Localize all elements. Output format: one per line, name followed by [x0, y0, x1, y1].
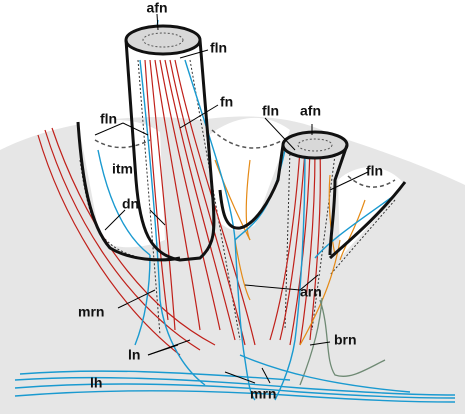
label-brn: brn — [334, 332, 357, 348]
label-fln-top: fln — [210, 40, 227, 56]
label-mrn-left: mrn — [78, 304, 104, 320]
dashed-arc-left — [94, 139, 151, 149]
label-lh: lh — [90, 375, 102, 391]
tube-left — [124, 24, 216, 262]
leader-lines — [94, 13, 369, 384]
label-ln: ln — [128, 347, 140, 363]
right-lobe-outline — [328, 181, 407, 260]
dashed-arc-mid — [211, 129, 284, 149]
left-lobe-outline — [76, 121, 181, 262]
label-afn-top: afn — [147, 0, 168, 16]
label-fln-mid: fln — [262, 103, 279, 119]
label-fln-right: fln — [366, 163, 383, 179]
label-mrn-bottom: mrn — [250, 386, 276, 402]
label-fln-left: fln — [100, 111, 117, 127]
label-afn-right: afn — [300, 103, 321, 119]
label-itm: itm — [112, 161, 133, 177]
label-dn: dn — [122, 196, 139, 212]
intertube-region-left — [78, 119, 165, 248]
label-fn: fn — [220, 94, 233, 110]
label-arn: arn — [300, 284, 322, 300]
tube-right — [218, 130, 349, 256]
red-nerves — [37, 59, 321, 356]
blue-nerves — [14, 19, 456, 403]
intertube-region-mid — [205, 117, 290, 231]
